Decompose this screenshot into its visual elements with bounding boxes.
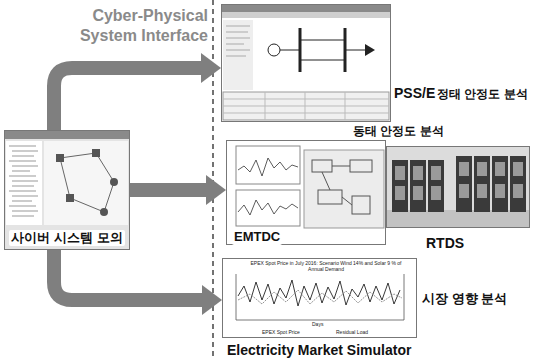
node-label: PSS/E [394,85,435,102]
node-label: EMTDC [232,229,282,245]
arrow-shaft [130,183,206,197]
pss-e-screenshot [221,4,391,122]
arrow-shaft [54,68,201,130]
software-screenshot: PSS/E정태 안정도 분석 [221,4,391,122]
node-caption: 동태 안정도 분석 [353,124,444,138]
arrow-shaft [54,250,202,300]
node-caption: 시장 영향 분석 [422,291,507,307]
chart-text: Residual Load [336,329,368,335]
arrow-head [206,175,226,205]
flow-arrow [130,175,226,205]
node-caption: 정태 안정도 분석 [437,87,528,101]
node-label: RTDS [426,235,464,252]
arrow-head [201,53,221,83]
rtds-photo [386,146,530,228]
chart-text: EPEX Spot Price [262,329,300,335]
simulator-screenshot: 사이버 시스템 모의 [4,130,130,250]
market-chart [222,258,417,338]
emtdc-screenshot [226,140,386,245]
flow-arrow [54,250,222,315]
diagram-title: Cyber-Physical System Interface [36,6,208,46]
hardware-photo: RTDS [386,146,530,228]
cyber-screenshot [4,130,130,250]
chart-text: EPEX Spot Price in July 2016: Scenario W… [246,260,406,272]
node-label: Electricity Market Simulator [227,342,411,359]
software-screenshot: EMTDC동태 안정도 분석 [226,140,386,245]
arrow-head [202,285,222,315]
node-label: 사이버 시스템 모의 [9,230,124,246]
chart-text: Days [312,321,323,327]
flow-arrow [54,53,221,130]
